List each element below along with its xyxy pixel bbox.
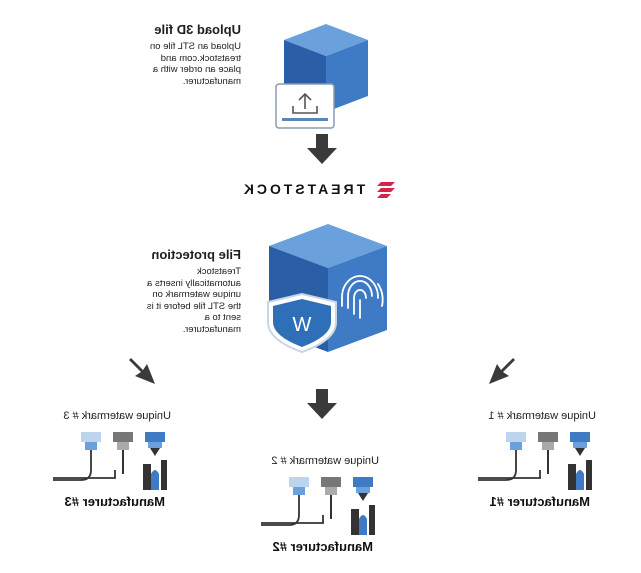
upload-title: Upload 3D file: [154, 22, 241, 37]
treatstock-logo-icon: [377, 182, 396, 198]
watermark-label-1: Unique watermark # 1: [488, 410, 596, 422]
manufacturer-machines-icon: [261, 477, 375, 535]
manufacturer-2: Unique watermark # 2 Manufacturer #2: [254, 455, 379, 554]
protection-title: File protection: [151, 247, 241, 262]
shield-letter: W: [293, 314, 312, 336]
protection-description: Treatstock automatically inserts a uniqu…: [146, 266, 241, 335]
arrow-to-manufacturer-2-icon: [307, 389, 337, 419]
brand-name: TREATSTOCK: [240, 181, 366, 197]
manufacturer-1: Unique watermark # 1 Manufacturer #1: [471, 410, 596, 509]
manufacturer-name-1: Manufacturer #1: [489, 494, 590, 509]
upload-description: Upload an STL file on treatstock.com and…: [149, 41, 241, 87]
protection-text-block: File protection Treatstock automatically…: [111, 247, 241, 335]
manufacturer-name-2: Manufacturer #2: [272, 539, 373, 554]
upload-text-block: Upload 3D file Upload an STL file on tre…: [121, 22, 241, 87]
treatstock-brand: TREATSTOCK: [219, 178, 419, 200]
watermark-label-2: Unique watermark # 2: [271, 455, 379, 467]
fingerprint-icon: [341, 275, 384, 319]
upload-cube-icon: [275, 24, 368, 129]
arrow-to-manufacturer-1-icon: [489, 358, 515, 384]
shield-icon: W: [267, 292, 337, 354]
protection-cube-icon: W: [267, 224, 387, 354]
arrow-to-manufacturer-3-icon: [129, 358, 155, 384]
upload-icon: [275, 83, 335, 129]
down-arrow-icon: [307, 134, 337, 164]
manufacturer-3: Unique watermark # 3 Manufacturer #3: [46, 410, 171, 509]
manufacturer-name-3: Manufacturer #3: [64, 494, 165, 509]
manufacturer-machines-icon: [53, 432, 167, 490]
manufacturer-machines-icon: [478, 432, 592, 490]
watermark-label-3: Unique watermark # 3: [63, 410, 171, 422]
